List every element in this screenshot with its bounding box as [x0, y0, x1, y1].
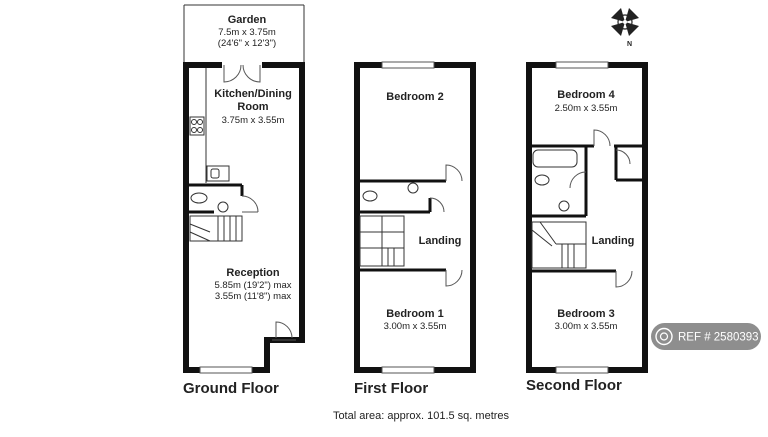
reception-dims-line1: 5.85m (19'2") max: [215, 280, 292, 291]
garden-label: Garden: [228, 14, 267, 26]
first-landing-label: Landing: [419, 235, 462, 247]
bedroom2-label: Bedroom 2: [386, 91, 443, 103]
compass-north-label: N: [627, 41, 632, 48]
second-floor-label: Second Floor: [526, 377, 622, 394]
first-floor-label: First Floor: [354, 380, 428, 397]
kitchen-dims: 3.75m x 3.55m: [222, 115, 285, 126]
garden-area: Garden 7.5m x 3.75m (24'6" x 12'3"): [183, 4, 305, 62]
kitchen-label-line2: Room: [237, 101, 268, 113]
bedroom4-label: Bedroom 4: [557, 89, 615, 101]
garden-dims-imperial: (24'6" x 12'3"): [218, 38, 276, 49]
ground-floor-label: Ground Floor: [183, 380, 279, 397]
reception-dims-line2: 3.55m (11'8") max: [215, 291, 292, 302]
kitchen-label-line1: Kitchen/Dining: [214, 88, 292, 100]
reference-text: REF # 2580393: [678, 332, 759, 344]
bedroom1-label: Bedroom 1: [386, 308, 443, 320]
bedroom3-dims: 3.00m x 3.55m: [555, 321, 618, 332]
bedroom3-label: Bedroom 3: [557, 308, 614, 320]
camera-icon: [655, 327, 673, 346]
second-floor-plan: Bedroom 4 2.50m x 3.55m Landing Bedroom …: [526, 61, 648, 374]
reception-label: Reception: [226, 267, 279, 279]
compass-icon: N: [611, 8, 639, 48]
second-landing-label: Landing: [592, 235, 635, 247]
reference-badge: REF # 2580393: [651, 323, 761, 350]
garden-dims-metric: 7.5m x 3.75m: [218, 27, 276, 38]
bedroom4-dims: 2.50m x 3.55m: [555, 103, 618, 114]
ground-floor-plan: Kitchen/Dining Room 3.75m x 3.55m Recept…: [183, 62, 305, 374]
total-area-text: Total area: approx. 101.5 sq. metres: [333, 410, 510, 422]
first-floor-plan: Bedroom 2 Landing Bedroom 1 3.00m x 3.55…: [354, 61, 476, 374]
bedroom1-dims: 3.00m x 3.55m: [384, 321, 447, 332]
